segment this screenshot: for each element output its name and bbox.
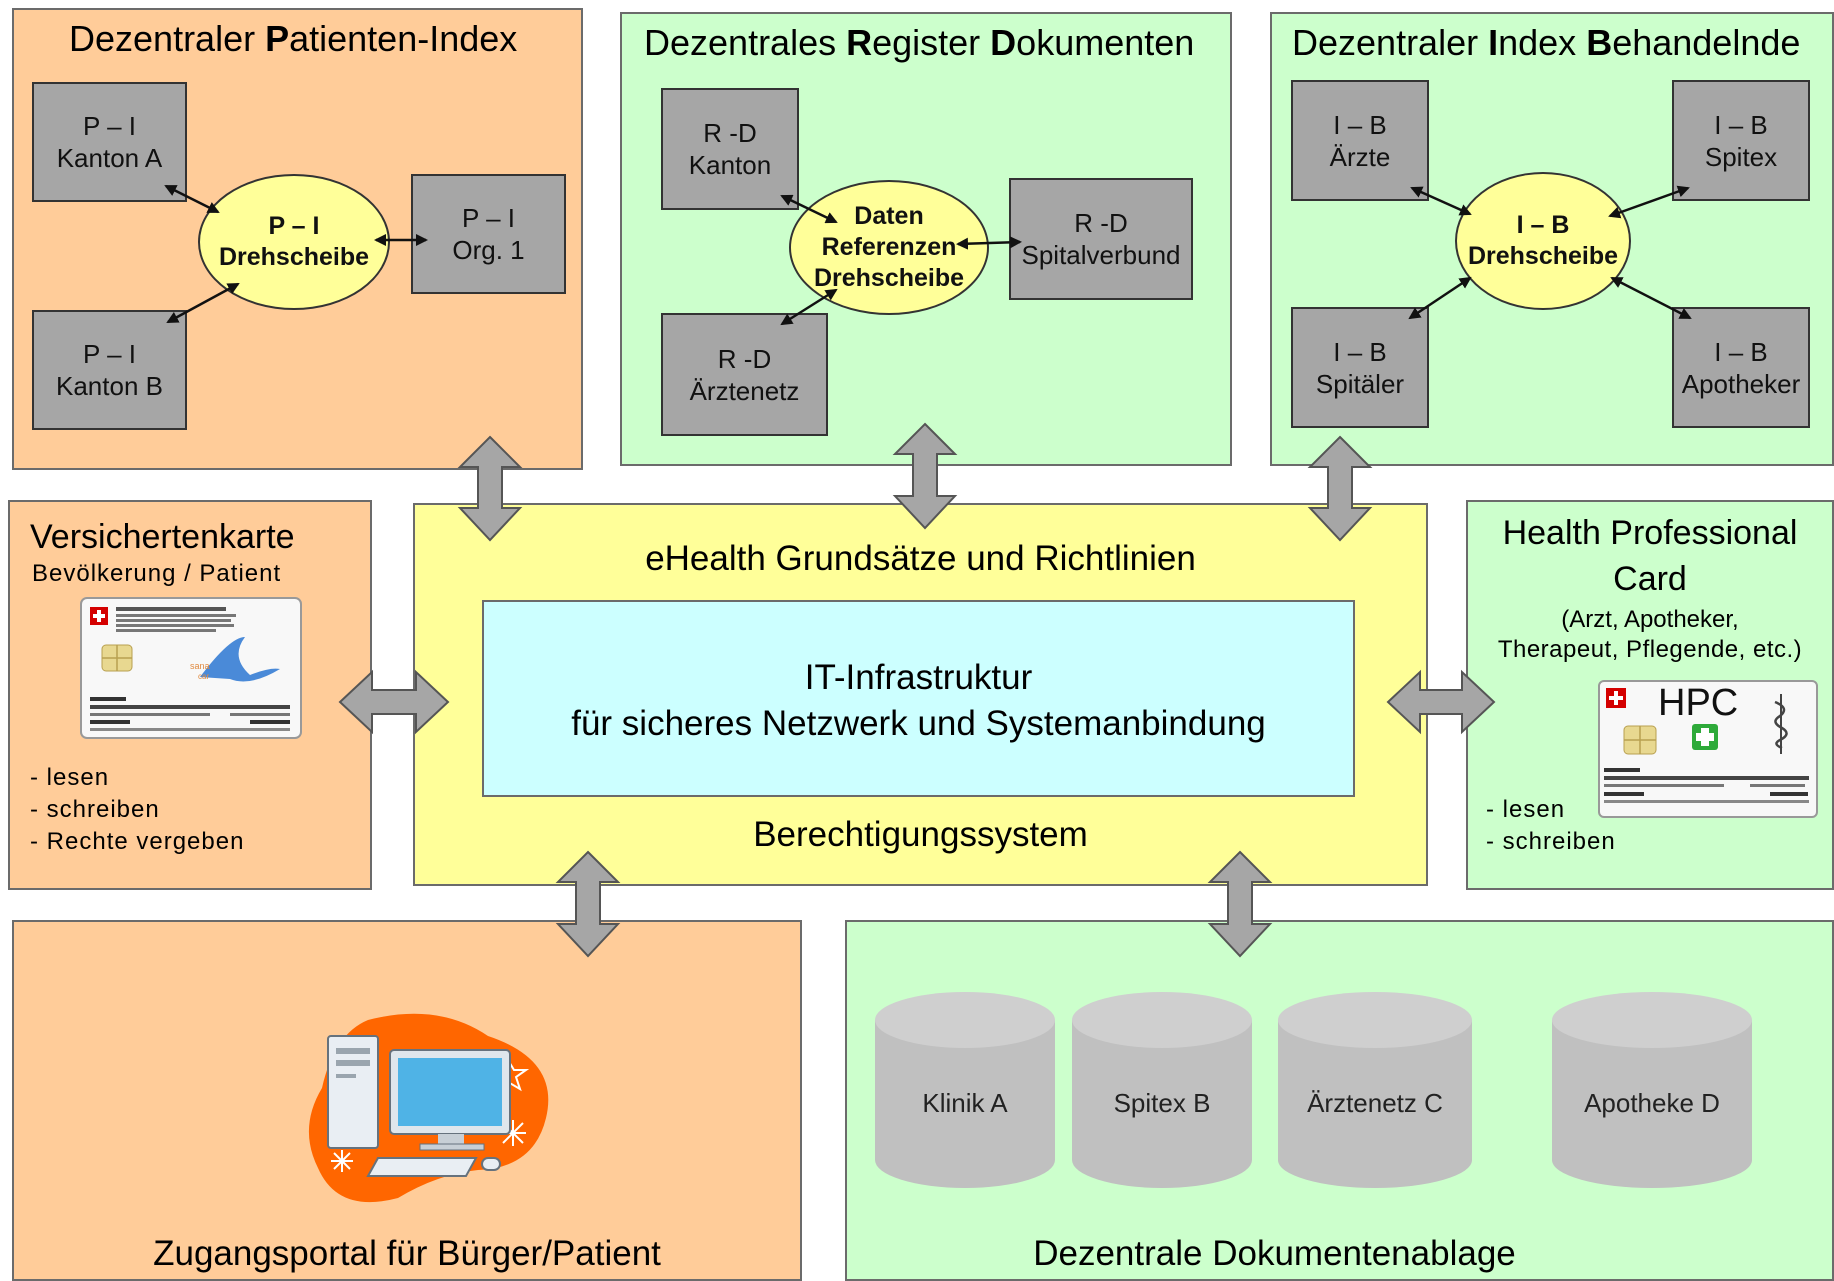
hpc-subtitle-line1: (Arzt, Apotheker,	[1561, 606, 1739, 633]
store-spitex-b-label: Spitex B	[1113, 1088, 1211, 1118]
treating-index-title: Dezentraler Index Behandelnde	[1292, 22, 1801, 63]
insurance-card-subtitle: Bevölkerung / Patient	[32, 560, 282, 587]
it-infrastructure-box: IT-Infrastruktur für sicheres Netzwerk u…	[482, 600, 1355, 797]
hpc-action-write: - schreiben	[1486, 828, 1616, 855]
infra-line1: IT-Infrastruktur	[804, 658, 1033, 697]
computer-icon	[308, 1013, 549, 1203]
store-apotheke-d-cylinder	[1552, 992, 1752, 1188]
storage-cylinders	[875, 992, 1752, 1188]
register-title: Dezentrales Register Dokumenten	[644, 22, 1195, 63]
hpc-title-line1: Health Professional	[1502, 514, 1798, 552]
insurance-card-title: Versichertenkarte	[30, 518, 295, 556]
store-apotheke-d-label: Apotheke D	[1584, 1088, 1720, 1118]
portal-title: Zugangsportal für Bürger/Patient	[153, 1234, 661, 1273]
storage-title: Dezentrale Dokumentenablage	[1033, 1234, 1516, 1273]
patient-index-title: Dezentraler Patienten-Index	[69, 18, 518, 59]
hpc-action-read: - lesen	[1486, 796, 1566, 823]
store-klinik-a-cylinder	[875, 992, 1055, 1188]
portal-panel: Zugangsportal für Bürger/Patient	[12, 920, 802, 1281]
svg-text:sana: sana	[190, 661, 210, 671]
store-aerztenetz-c-label: Ärztenetz C	[1307, 1088, 1443, 1118]
store-klinik-a-label: Klinik A	[922, 1088, 1008, 1118]
insurance-action-rights: - Rechte vergeben	[30, 828, 245, 855]
ehealth-title: eHealth Grundsätze und Richtlinien	[645, 539, 1196, 578]
svg-text:car: car	[198, 672, 209, 681]
hpc-title-line2: Card	[1613, 560, 1687, 598]
store-spitex-b-cylinder	[1072, 992, 1252, 1188]
insurance-card-image: sana car	[80, 597, 302, 739]
hpc-card-label: HPC	[1658, 682, 1739, 724]
hpc-card-image: HPC	[1598, 680, 1818, 818]
hpc-panel: Health Professional Card (Arzt, Apotheke…	[1466, 500, 1834, 890]
infra-line2: für sicheres Netzwerk und Systemanbindun…	[571, 704, 1266, 743]
hpc-subtitle-line2: Therapeut, Pflegende, etc.)	[1497, 636, 1803, 663]
store-aerztenetz-c-cylinder	[1278, 992, 1472, 1188]
insurance-action-read: - lesen	[30, 764, 110, 791]
auth-system-label: Berechtigungssystem	[753, 815, 1088, 854]
insurance-action-write: - schreiben	[30, 796, 160, 823]
